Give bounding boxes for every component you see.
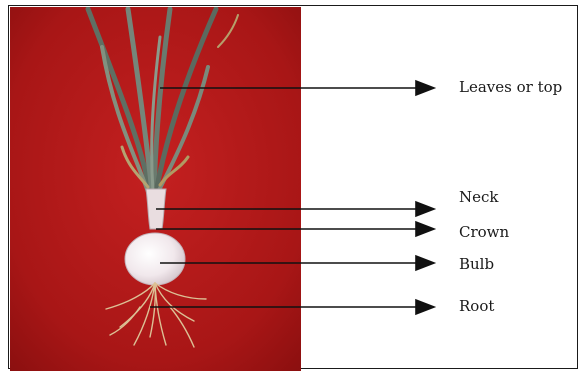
arrowhead-leaves: [416, 81, 434, 95]
arrowhead-neck: [416, 202, 434, 216]
arrowhead-bulb: [416, 256, 434, 270]
arrowhead-root: [416, 300, 434, 314]
label-bulb: Bulb: [459, 257, 494, 272]
arrowhead-crown: [416, 222, 434, 236]
label-crown: Crown: [459, 225, 509, 240]
label-leaves: Leaves or top: [459, 80, 562, 95]
label-neck: Neck: [459, 190, 499, 205]
label-root: Root: [459, 299, 494, 314]
